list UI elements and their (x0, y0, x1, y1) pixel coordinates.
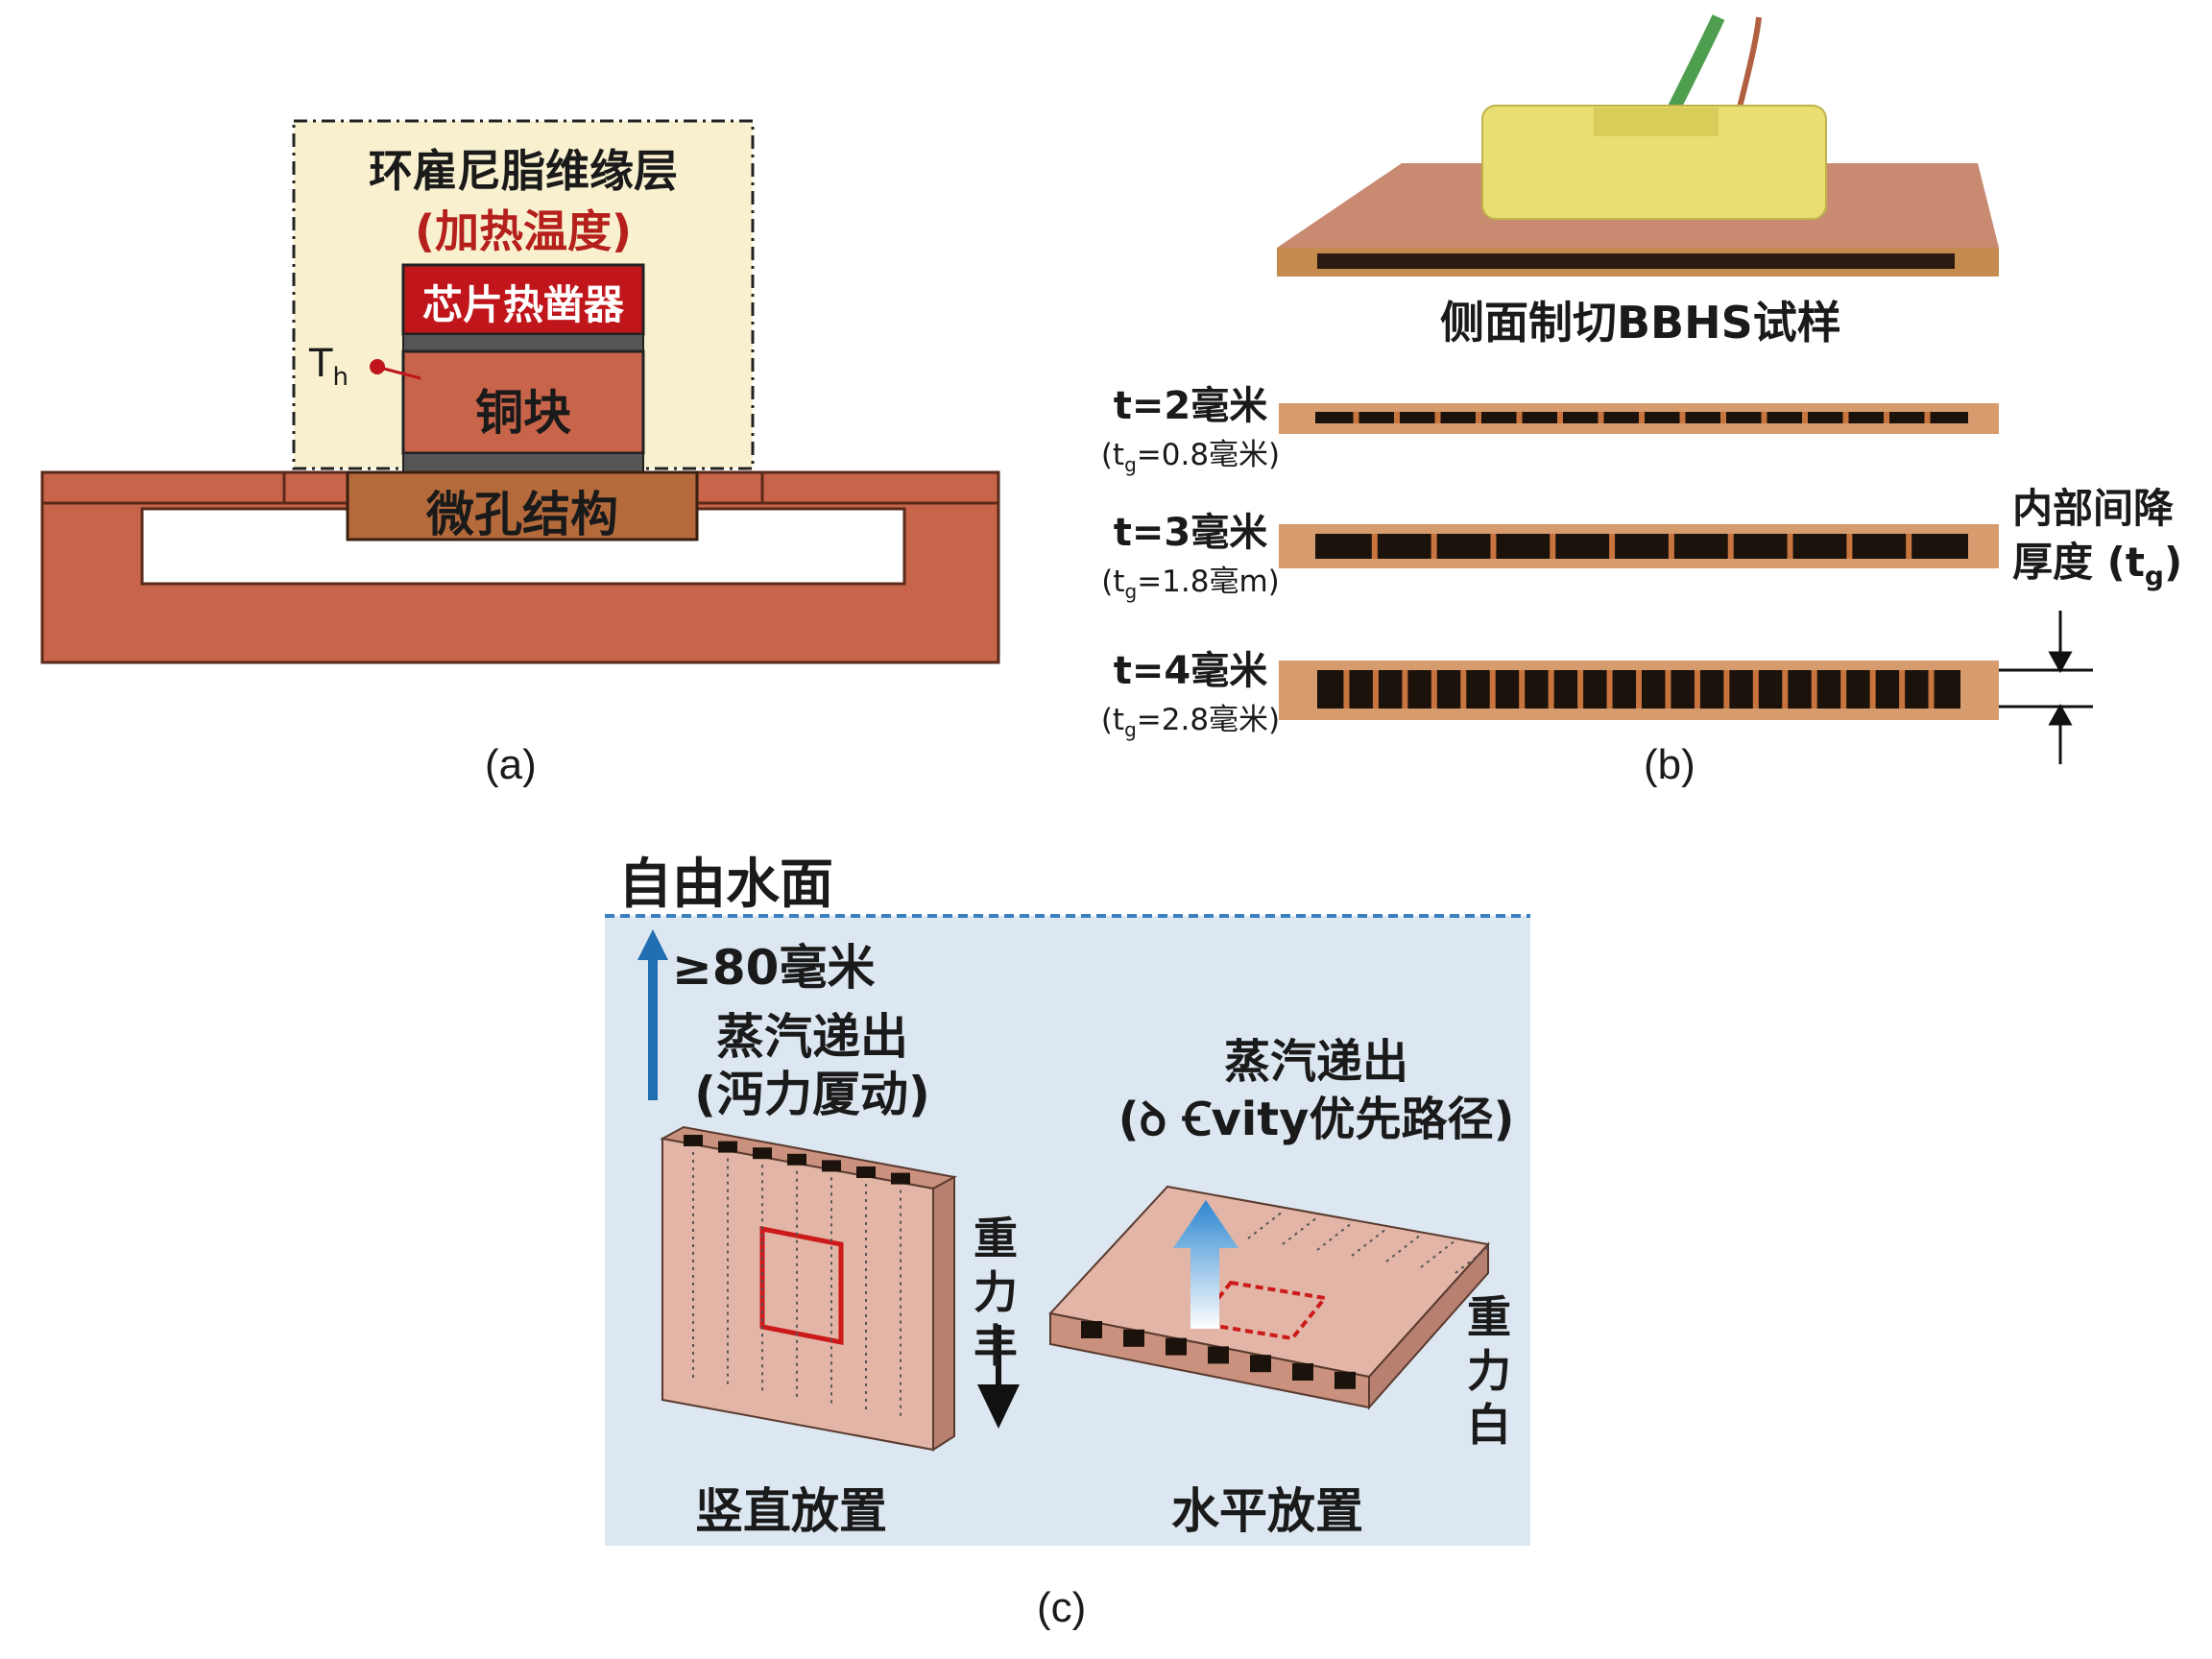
horizontal-vapor-line2: (ꝺ Ꞓvity优先路径) (1118, 1093, 1515, 1146)
sample-t-value: t=2毫米 (1113, 384, 1268, 428)
horizontal-vapor-label: 蒸汽递出 (ꝺ Ꞓvity优先路径) (1110, 1033, 1523, 1148)
thermocouple-dot (370, 359, 385, 374)
microporous-structure (346, 470, 699, 541)
sample-title: 侧面制切BBHS试样 (1440, 297, 1841, 349)
th-label-main: T (309, 342, 333, 386)
cable-wire-green (1664, 14, 1725, 119)
horizontal-plate (1048, 1185, 1491, 1410)
chip-heater (401, 263, 645, 336)
panel-a-diagram (40, 119, 1000, 664)
vertical-gravity-label: 重力丰 (974, 1213, 1018, 1372)
insulation-label: 环雇尼脂维缘层 (369, 145, 678, 197)
copper-block-label: 铜块 (475, 385, 571, 441)
gap-thickness-label: 内部间降 厚度 (tg) (2012, 482, 2182, 603)
sample-tg-value: (tg=0.8毫米) (1100, 438, 1281, 477)
sample-tg-value: (tg=2.8毫米) (1100, 703, 1281, 742)
gap-label-line2: 厚度 (tg) (2012, 539, 2183, 592)
gravity-arrow-down (977, 1384, 1020, 1429)
insulation-block-photo (1481, 105, 1827, 220)
heating-temperature-label: (加热温度) (414, 205, 633, 257)
strip-t3 (1279, 524, 1999, 568)
horizontal-gravity-label: 重力白 (1467, 1291, 1511, 1451)
panel-b-photos (1277, 14, 2093, 764)
sample-tg-value: (tg=1.8毫m) (1101, 565, 1280, 604)
caption-c: (c) (1037, 1584, 1087, 1631)
cable-wire-red (1735, 16, 1762, 116)
sample-label-t2: t=2毫米 (tg=0.8毫米) (1094, 374, 1286, 476)
free-surface-label: 自由水面 (618, 854, 833, 916)
vapor-arrow-up (1173, 1200, 1238, 1329)
caption-b: (b) (1644, 741, 1695, 788)
vertical-orientation-label: 竖直放置 (695, 1483, 887, 1539)
vertical-vapor-line2: (沔力厦动) (694, 1067, 930, 1122)
vertical-vapor-line1: 蒸汽递出 (716, 1009, 908, 1065)
sample-label-t4: t=4毫米 (tg=2.8毫米) (1094, 639, 1286, 741)
sample-t-value: t=3毫米 (1113, 511, 1268, 555)
vertical-plate (660, 1125, 957, 1452)
horizontal-vapor-line1: 蒸汽递出 (1223, 1035, 1408, 1089)
th-label-sub: h (332, 363, 349, 392)
sample-label-t3: t=3毫米 (tg=1.8毫m) (1094, 501, 1286, 603)
vertical-vapor-label: 蒸汽递出 (沔力厦动) (687, 1008, 937, 1123)
horizontal-orientation-label: 水平放置 (1171, 1483, 1363, 1539)
caption-a: (a) (485, 741, 537, 788)
strip-ribs (1343, 412, 1935, 709)
depth-arrow-head (637, 929, 668, 960)
th-label: Th (309, 342, 349, 392)
depth-label: ≥80毫米 (672, 940, 876, 996)
microstructure-label: 微孔结构 (426, 487, 618, 542)
gap-label-line1: 内部间降 (2012, 485, 2175, 532)
sample-t-value: t=4毫米 (1113, 649, 1268, 693)
heater-label: 芯片热凿器 (421, 281, 624, 328)
gap-thickness-indicator (1999, 611, 2093, 764)
